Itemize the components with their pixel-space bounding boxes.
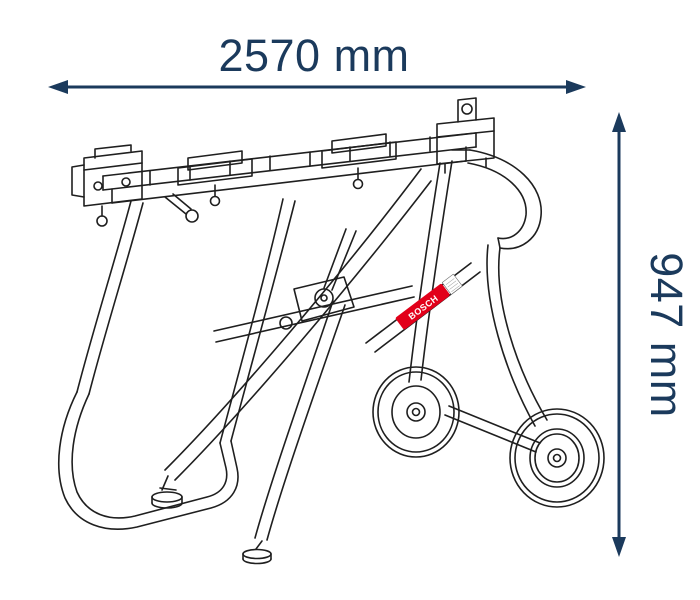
spec-label-lines (445, 278, 460, 292)
height-arrowhead-bottom (612, 537, 626, 557)
width-arrowhead-right (566, 80, 586, 94)
saw-mounting-bracket-right (321, 133, 397, 190)
width-dimension: 2570 mm (48, 30, 586, 94)
width-dimension-label: 2570 mm (218, 30, 409, 81)
rear-wheel (372, 366, 460, 458)
top-rail (102, 132, 477, 204)
leveling-foot-front (151, 475, 183, 509)
legs (76, 168, 432, 541)
push-handle (451, 149, 542, 250)
axle (444, 405, 541, 453)
carry-handle-loop (57, 391, 239, 530)
spec-label-plate (441, 273, 463, 295)
left-material-support (71, 144, 143, 227)
height-dimension-label: 947 mm (641, 252, 692, 418)
bosch-logo-plate (395, 283, 450, 330)
stand-illustration: BOSCH (57, 97, 605, 565)
front-wheel (509, 408, 605, 508)
width-arrowhead-left (48, 80, 68, 94)
frame-tubes (365, 160, 548, 427)
height-dimension: 947 mm (612, 112, 692, 557)
leveling-foot-rear (242, 540, 272, 565)
right-material-support (436, 97, 495, 174)
saw-mounting-bracket-left (177, 150, 253, 207)
release-lever (164, 193, 199, 223)
height-arrowhead-top (612, 112, 626, 132)
pivot-mechanism (279, 228, 357, 330)
